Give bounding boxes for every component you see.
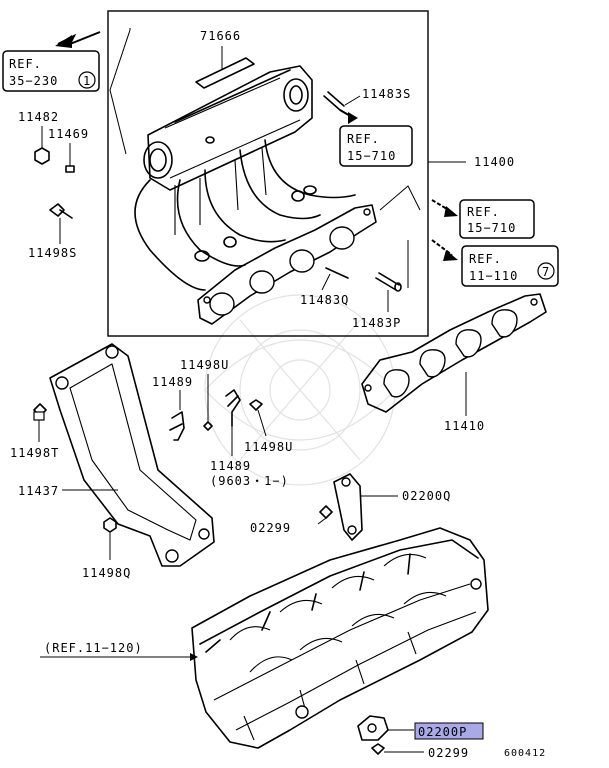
pin-11483S[interactable]	[323, 91, 361, 111]
bolt-11498T[interactable]	[33, 403, 47, 442]
label-11498U-a[interactable]: 11498U	[180, 358, 229, 372]
ref-box-15-710-upper[interactable]: REF. 15−710	[339, 125, 413, 167]
ref3-line2: 15−710	[467, 221, 516, 235]
label-11489-b-note: (9603・1−)	[210, 474, 289, 488]
bolt-11498S[interactable]	[49, 203, 73, 244]
ref-box-11-110[interactable]: REF. 11−110 7	[461, 245, 559, 287]
bolt-02299-a[interactable]	[317, 505, 333, 525]
label-02299-a[interactable]: 02299	[250, 521, 291, 535]
label-11498T[interactable]: 11498T	[10, 446, 59, 460]
label-11410[interactable]: 11410	[444, 419, 485, 433]
bracket-11489-a[interactable]	[169, 390, 185, 441]
name-plate-71666[interactable]	[195, 46, 255, 89]
arrow-ref2	[348, 112, 358, 124]
highlight-02200P	[414, 722, 484, 740]
plate-02200Q[interactable]	[333, 473, 398, 541]
ref2-line2: 15−710	[347, 149, 396, 163]
label-11498Q[interactable]: 11498Q	[82, 566, 131, 580]
bolt-11498Q[interactable]	[103, 517, 117, 560]
ref-box-35-230[interactable]: REF. 35−230 1	[2, 50, 100, 92]
label-11469[interactable]: 11469	[48, 127, 89, 141]
assembly-frame-11400	[107, 10, 429, 337]
gasket-11410[interactable]	[361, 293, 547, 416]
ref2-line1: REF.	[347, 132, 380, 146]
ref-box-15-710-lower[interactable]: REF. 15−710	[459, 199, 535, 239]
ref-11-120-label[interactable]: (REF.11−120)	[44, 641, 143, 655]
label-02299-b[interactable]: 02299	[428, 746, 469, 760]
intake-manifold[interactable]	[134, 65, 377, 325]
label-11483P[interactable]: 11483P	[352, 316, 401, 330]
label-02200Q[interactable]: 02200Q	[402, 489, 451, 503]
bolt-02299-b[interactable]	[371, 743, 424, 755]
label-11498S[interactable]: 11498S	[28, 246, 77, 260]
label-11498U-b[interactable]: 11498U	[244, 440, 293, 454]
ref1-line2: 35−230	[9, 74, 58, 88]
pin-11483Q[interactable]	[321, 267, 349, 291]
label-11483Q[interactable]: 11483Q	[300, 293, 349, 307]
label-11437[interactable]: 11437	[18, 484, 59, 498]
label-11482[interactable]: 11482	[18, 110, 59, 124]
bolt-11498U-b[interactable]	[249, 399, 267, 437]
ref4-line2: 11−110	[469, 269, 518, 283]
label-11483S[interactable]: 11483S	[362, 87, 411, 101]
leader-ref1	[109, 28, 131, 155]
ref1-line1: REF.	[9, 57, 42, 71]
label-02200P[interactable]: 02200P	[418, 725, 467, 739]
ref1-circle-number: 1	[83, 74, 91, 88]
bracket-11489-b[interactable]	[225, 389, 241, 456]
bolt-11498U-a[interactable]	[203, 374, 213, 431]
ref4-circle-number: 7	[542, 265, 550, 279]
label-11489-a[interactable]: 11489	[152, 375, 193, 389]
bracket-11437[interactable]	[49, 343, 215, 567]
label-71666[interactable]: 71666	[200, 29, 241, 43]
label-11489-b[interactable]: 11489	[210, 459, 251, 473]
cylinder-head[interactable]	[40, 527, 489, 749]
figure-code: 600412	[504, 748, 546, 759]
label-11400[interactable]: 11400	[474, 155, 515, 169]
nut-11482[interactable]	[34, 126, 50, 165]
washer-11469[interactable]	[65, 143, 75, 173]
plate-02200P[interactable]	[357, 715, 414, 741]
ref3-line1: REF.	[467, 205, 500, 219]
ref4-line1: REF.	[469, 252, 502, 266]
pin-11483P[interactable]	[375, 272, 402, 312]
